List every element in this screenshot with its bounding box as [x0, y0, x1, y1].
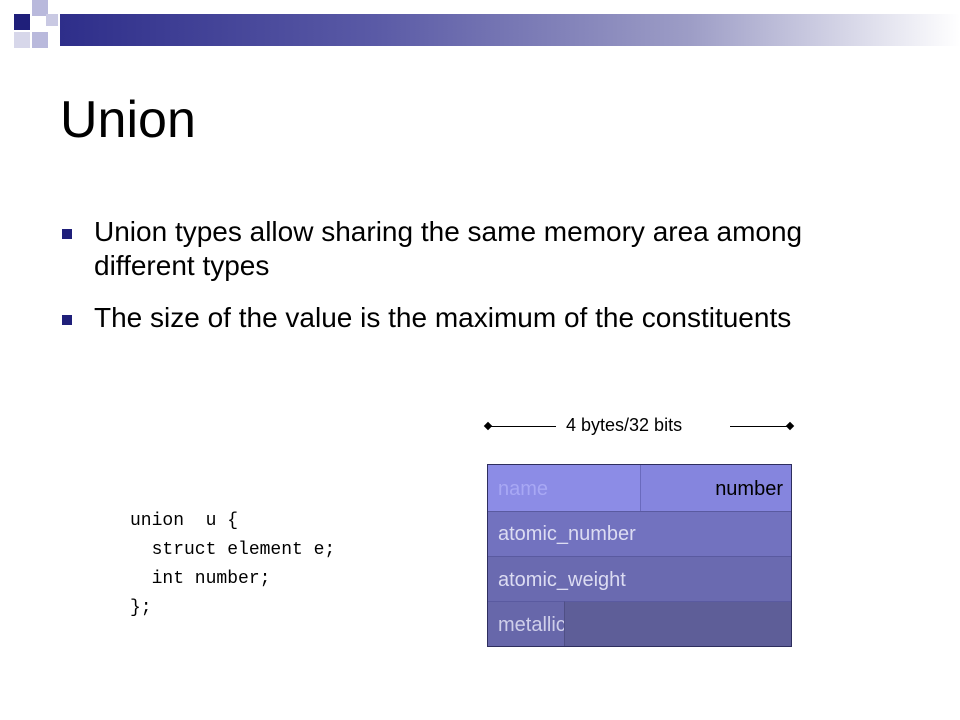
code-snippet: union u { struct element e; int number;}…: [130, 507, 335, 623]
dimension-line-right: [730, 426, 790, 427]
decor-square: [14, 32, 30, 48]
memory-layout-diagram: name number atomic_number atomic_weight …: [487, 464, 792, 647]
cell-metallic: metallic: [488, 601, 566, 646]
code-line: struct element e;: [130, 540, 336, 560]
decor-square: [14, 14, 30, 30]
cell-atomic-weight: atomic_weight: [488, 556, 791, 601]
cell-number: number: [640, 465, 791, 511]
top-gradient-bar: [60, 14, 960, 46]
slide-title: Union: [60, 91, 196, 149]
cell-name: name: [488, 465, 640, 511]
square-bullet-icon: [62, 229, 72, 239]
decor-square: [46, 14, 58, 26]
dimension-line-left: [488, 426, 556, 427]
square-bullet-icon: [62, 315, 72, 325]
decor-square: [32, 0, 48, 16]
bullet-text: The size of the value is the maximum of …: [94, 302, 792, 333]
decor-square: [32, 32, 48, 48]
code-line: union u {: [130, 511, 239, 531]
bullet-item: The size of the value is the maximum of …: [62, 301, 862, 335]
bullet-item: Union types allow sharing the same memor…: [62, 215, 862, 283]
bullet-text: Union types allow sharing the same memor…: [94, 216, 803, 281]
cell-atomic-number: atomic_number: [488, 511, 791, 556]
code-line: };: [130, 598, 152, 618]
bullet-list: Union types allow sharing the same memor…: [62, 215, 862, 353]
code-line: int number;: [130, 569, 271, 589]
dimension-endpoint-icon: [785, 421, 795, 431]
size-label: 4 bytes/32 bits: [566, 415, 683, 435]
cell-unused: [564, 601, 791, 646]
